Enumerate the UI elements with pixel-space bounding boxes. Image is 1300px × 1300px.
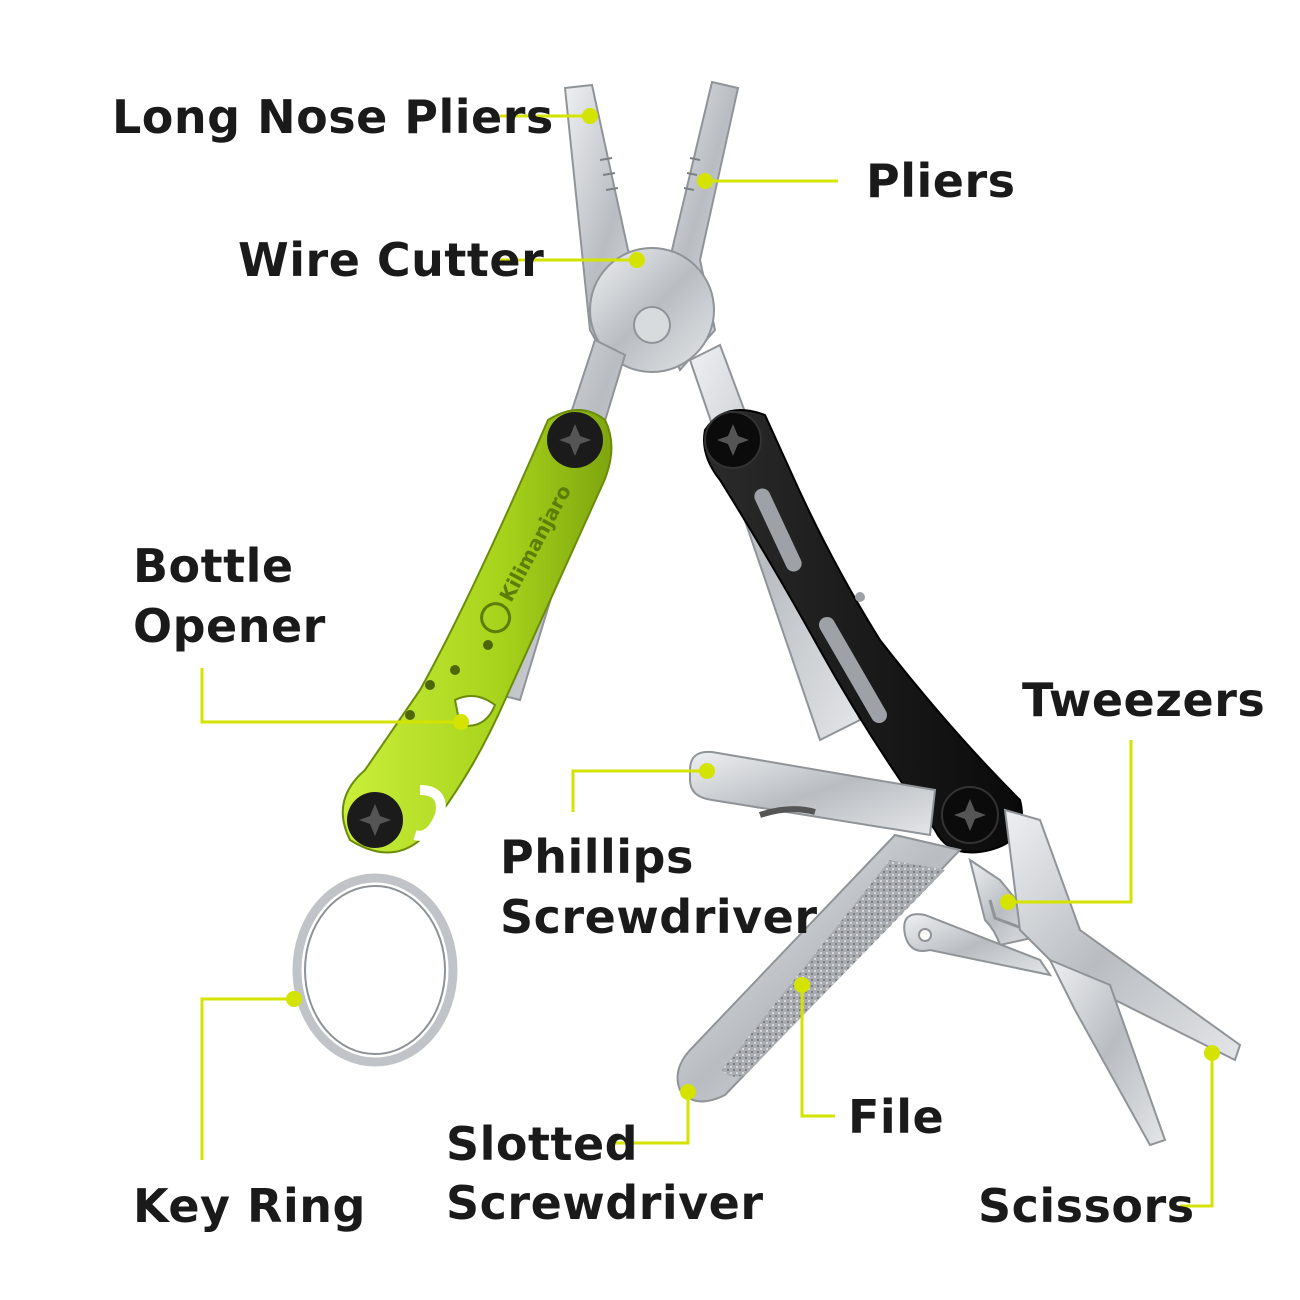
label-phillips-line2: Screwdriver xyxy=(500,890,818,944)
scissors-upper-blade xyxy=(1003,808,1242,1062)
label-tweezers: Tweezers xyxy=(1022,673,1265,727)
label-pliers: Pliers xyxy=(866,154,1016,208)
handle-hole xyxy=(483,640,493,650)
leader-tweezers xyxy=(1008,740,1133,904)
leader-bottle-opener xyxy=(200,668,461,724)
label-wire-cutter: Wire Cutter xyxy=(238,233,544,287)
label-slotted-line1: Slotted xyxy=(446,1117,638,1171)
key-ring-inner-edge xyxy=(304,885,446,1055)
blade-nail-nick xyxy=(759,806,816,818)
label-slotted-line2: Screwdriver xyxy=(446,1176,764,1230)
black-handle-slot xyxy=(819,616,887,724)
phillips-screwdriver-blade xyxy=(689,750,937,837)
key-ring xyxy=(292,873,458,1067)
handle-hole xyxy=(405,710,415,720)
bottle-opener-hook xyxy=(413,785,446,841)
leader-scissors xyxy=(1180,1053,1214,1208)
torx-icon xyxy=(954,799,986,831)
scissors-lower-blade xyxy=(1047,958,1167,1147)
label-scissors: Scissors xyxy=(978,1179,1195,1233)
leader-slotted-screwdriver xyxy=(614,1092,690,1145)
leader-file xyxy=(800,985,835,1118)
callout-dot-pliers xyxy=(697,173,713,189)
file-texture xyxy=(722,860,945,1077)
handle-hole xyxy=(450,665,460,675)
leader-lines xyxy=(200,108,1220,1208)
green-handle xyxy=(341,409,613,854)
black-handle xyxy=(703,409,1023,854)
leader-phillips-screwdriver xyxy=(571,769,707,812)
callout-dot-long-nose-pliers xyxy=(582,108,598,124)
label-bottle-opener-line1: Bottle xyxy=(133,539,294,593)
handle-hole xyxy=(855,592,865,602)
callout-dot-phillips-screwdriver xyxy=(699,763,715,779)
torx-icon xyxy=(559,424,591,456)
pivot-rivet xyxy=(633,306,671,344)
callout-dot-file xyxy=(794,977,810,993)
label-bottle-opener-line2: Opener xyxy=(133,599,326,653)
label-phillips-line1: Phillips xyxy=(500,830,694,884)
callout-dot-bottle-opener xyxy=(453,714,469,730)
plier-serrations xyxy=(599,157,701,191)
callout-dot-key-ring xyxy=(286,991,302,1007)
label-file: File xyxy=(848,1090,944,1144)
black-handle-slot xyxy=(754,488,802,572)
spring-hole xyxy=(918,928,932,942)
callout-dot-scissors xyxy=(1204,1045,1220,1061)
label-long-nose-pliers: Long Nose Pliers xyxy=(112,90,554,144)
callout-dot-slotted-screwdriver xyxy=(680,1084,696,1100)
torx-icon xyxy=(359,804,391,836)
torx-icon xyxy=(717,424,749,456)
callout-dot-wire-cutter xyxy=(629,252,645,268)
callout-dot-tweezers xyxy=(1000,894,1016,910)
scissors-spring xyxy=(903,913,1053,977)
callout-labels: Long Nose Pliers Pliers Wire Cutter Bott… xyxy=(112,90,1265,1233)
label-key-ring: Key Ring xyxy=(133,1179,366,1233)
leader-key-ring xyxy=(200,997,294,1160)
handle-hole xyxy=(425,680,435,690)
